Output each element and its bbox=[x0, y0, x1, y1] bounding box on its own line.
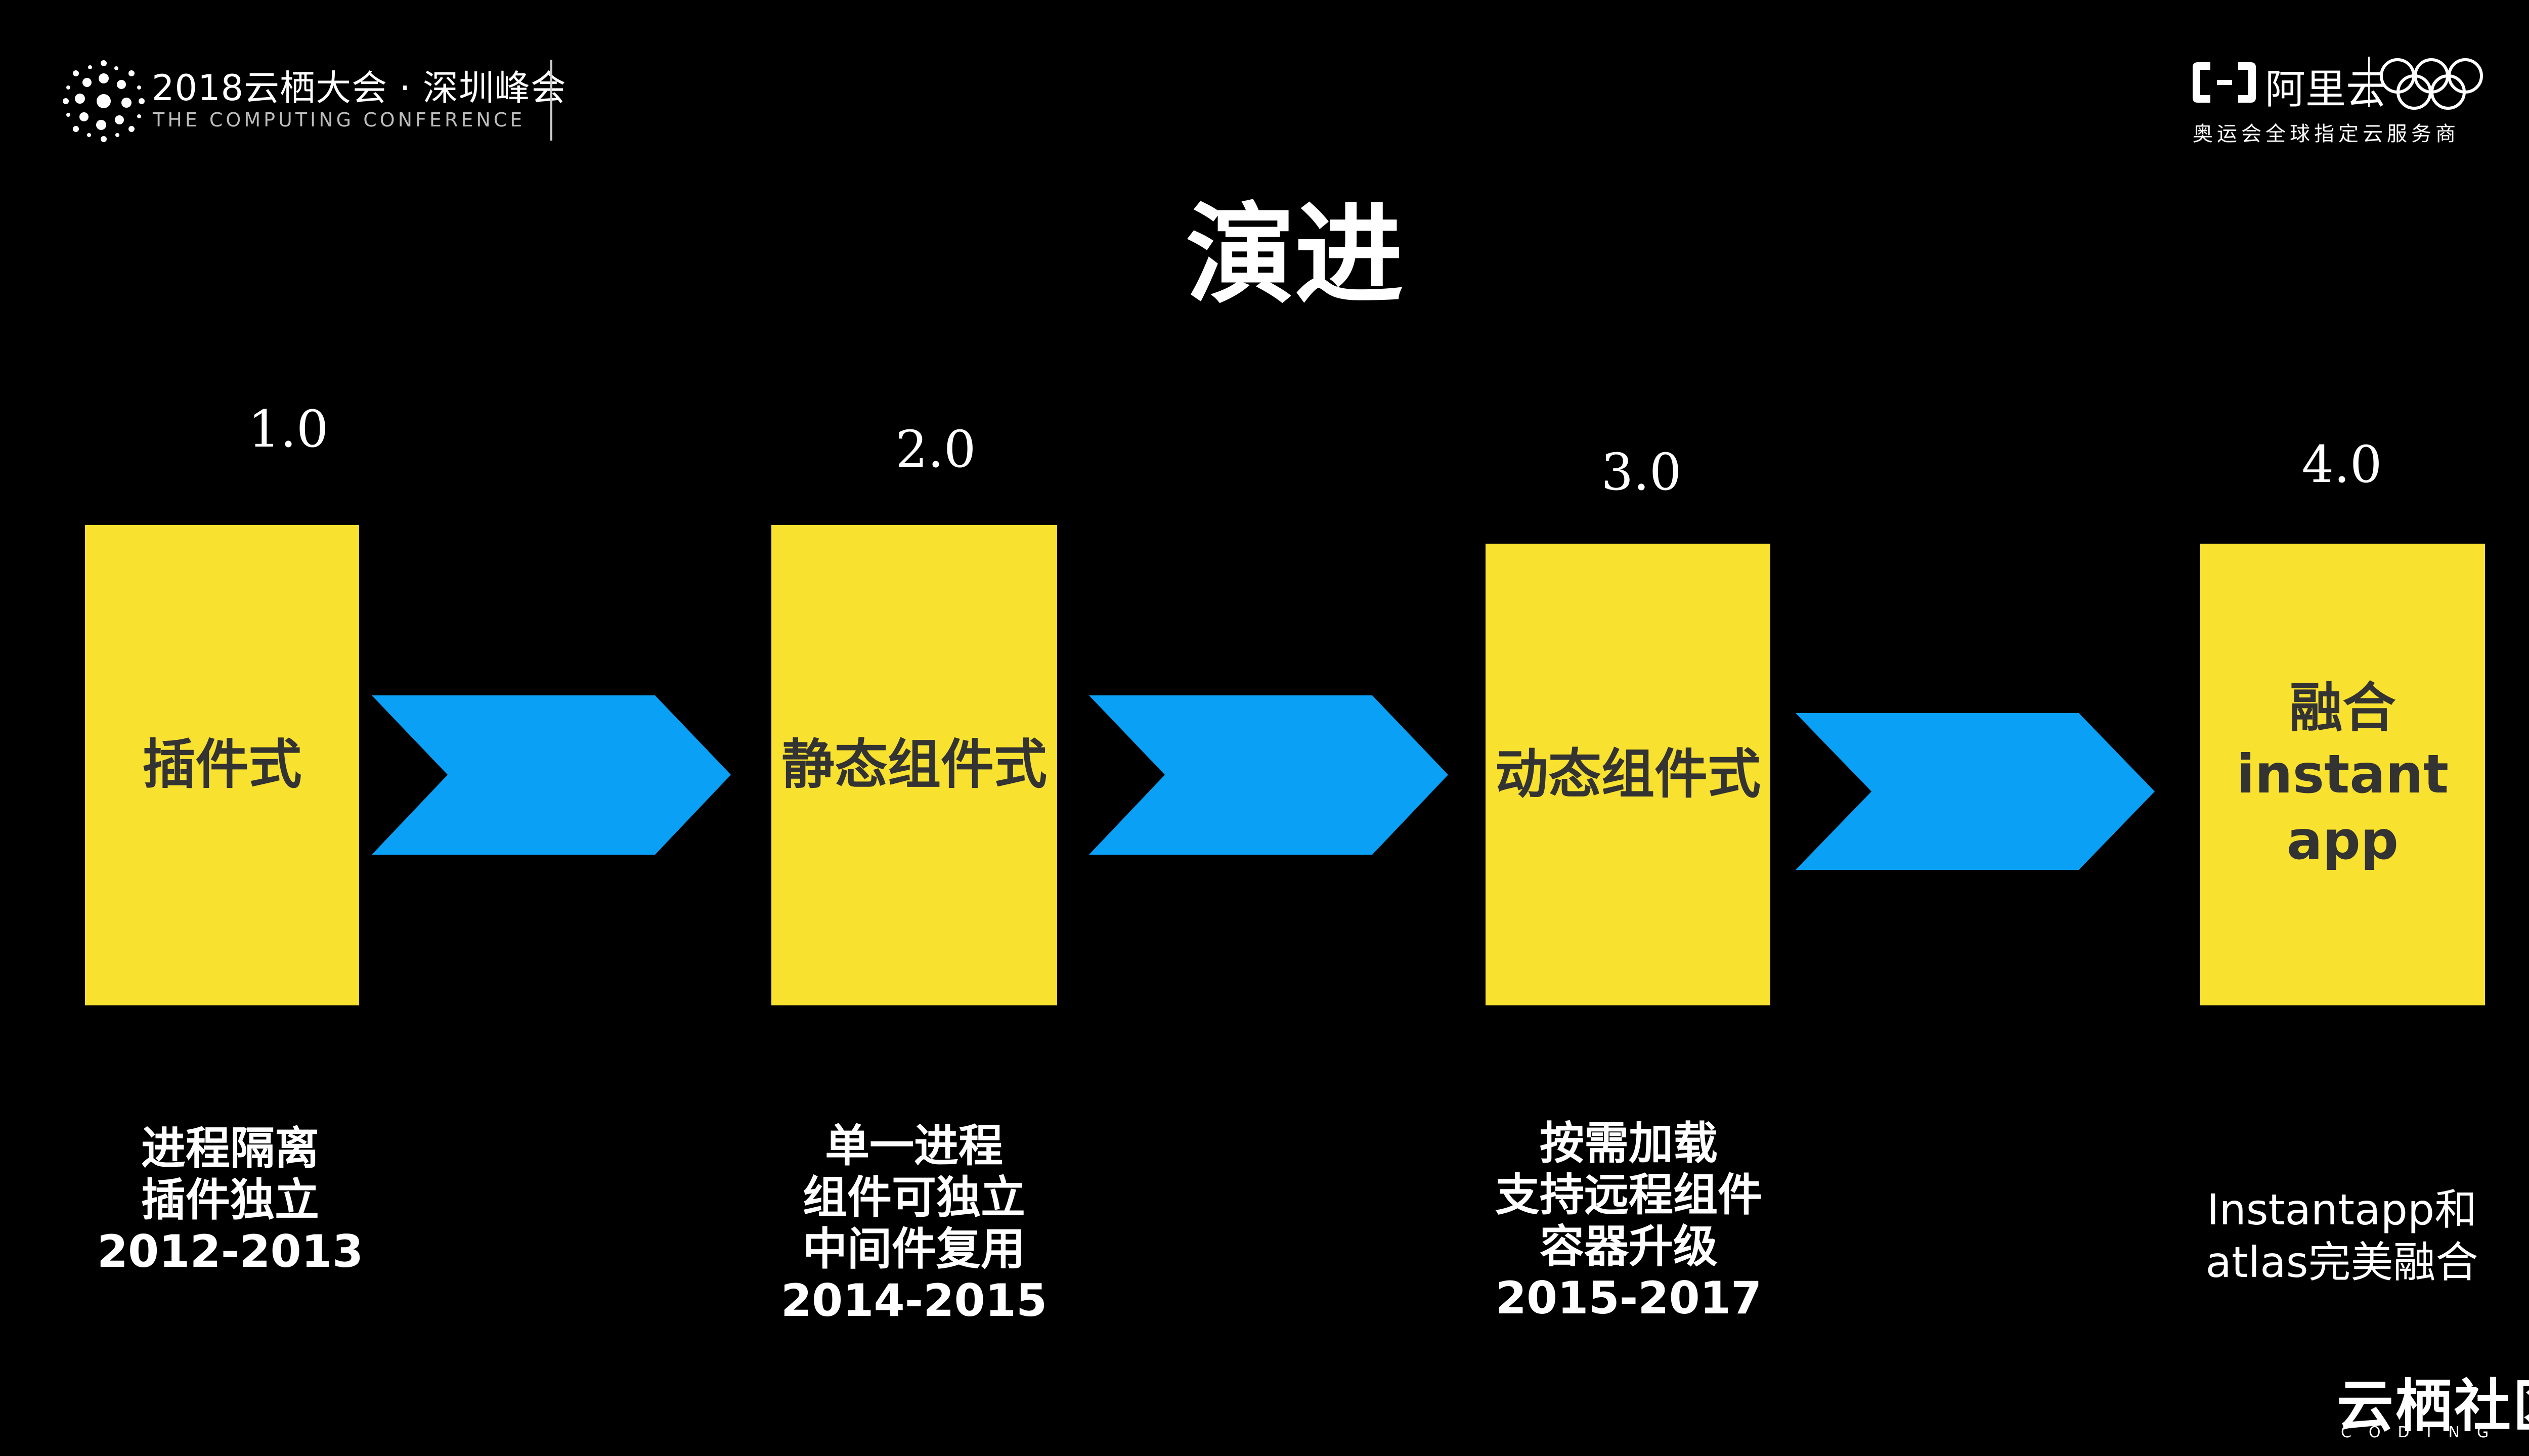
stage-2-box: 静态组件式 bbox=[771, 525, 1057, 1005]
stage-3-description-line: 2015-2017 bbox=[1495, 1272, 1762, 1324]
stage-1-label: 插件式 bbox=[142, 734, 302, 796]
stage-2-description-line: 单一进程 bbox=[824, 1120, 1003, 1172]
stage-3-version: 3.0 bbox=[1601, 443, 1682, 502]
stage-3-description: 按需加载 支持远程组件 容器升级 2015-2017 bbox=[1426, 1118, 1831, 1324]
stage-2-label: 静态组件式 bbox=[781, 734, 1047, 796]
sponsor-name: 阿里云 bbox=[2265, 66, 2386, 113]
aliyun-logo-icon bbox=[2193, 62, 2256, 103]
community-logo: 云栖社区 bbox=[2337, 1374, 2529, 1439]
conference-logo-icon bbox=[63, 60, 145, 142]
stage-4-description-line: Instantapp和 bbox=[2206, 1185, 2477, 1234]
stage-4-description-line: atlas完美融合 bbox=[2205, 1238, 2478, 1287]
olympic-rings-icon bbox=[2380, 58, 2483, 110]
conference-title: 2018云栖大会 · 深圳峰会 bbox=[152, 67, 566, 109]
community-tagline: CODING LIFE bbox=[2341, 1424, 2529, 1441]
chevron-arrow-icon bbox=[372, 695, 731, 855]
stage-2-description-line: 2014-2015 bbox=[780, 1274, 1048, 1327]
sponsor-divider bbox=[2368, 57, 2370, 107]
stage-4-description: Instantapp和 atlas完美融合 bbox=[2140, 1183, 2529, 1289]
stage-2-description-line: 中间件复用 bbox=[802, 1223, 1025, 1275]
stage-4-box: 融合 instant app bbox=[2200, 544, 2485, 1005]
page-title: 演进 bbox=[1186, 192, 1404, 319]
stage-3-box: 动态组件式 bbox=[1486, 544, 1770, 1005]
stage-2-description-line: 组件可独立 bbox=[802, 1171, 1025, 1223]
stage-3-label: 动态组件式 bbox=[1495, 743, 1761, 805]
stage-4-label: 融合 instant app bbox=[2236, 677, 2449, 872]
stage-2-version: 2.0 bbox=[895, 420, 976, 479]
stage-4-version: 4.0 bbox=[2301, 435, 2382, 494]
stage-3-description-line: 按需加载 bbox=[1539, 1117, 1718, 1169]
conference-subtitle: THE COMPUTING CONFERENCE bbox=[153, 109, 526, 131]
stage-2-description: 单一进程 组件可独立 中间件复用 2014-2015 bbox=[712, 1120, 1116, 1327]
header-divider bbox=[550, 60, 552, 141]
stage-3-description-line: 容器升级 bbox=[1539, 1220, 1718, 1272]
stage-1-box: 插件式 bbox=[85, 525, 359, 1005]
stage-1-description: 进程隔离 插件独立 2012-2013 bbox=[28, 1123, 432, 1277]
stage-3-description-line: 支持远程组件 bbox=[1495, 1169, 1762, 1221]
stage-1-description-line: 插件独立 bbox=[141, 1174, 319, 1226]
stage-1-version: 1.0 bbox=[248, 400, 329, 459]
stage-1-description-line: 进程隔离 bbox=[141, 1122, 319, 1174]
sponsor-caption: 奥运会全球指定云服务商 bbox=[2193, 122, 2460, 146]
chevron-arrow-icon bbox=[1796, 713, 2155, 870]
chevron-arrow-icon bbox=[1089, 695, 1448, 855]
stage-1-description-line: 2012-2013 bbox=[97, 1225, 364, 1277]
